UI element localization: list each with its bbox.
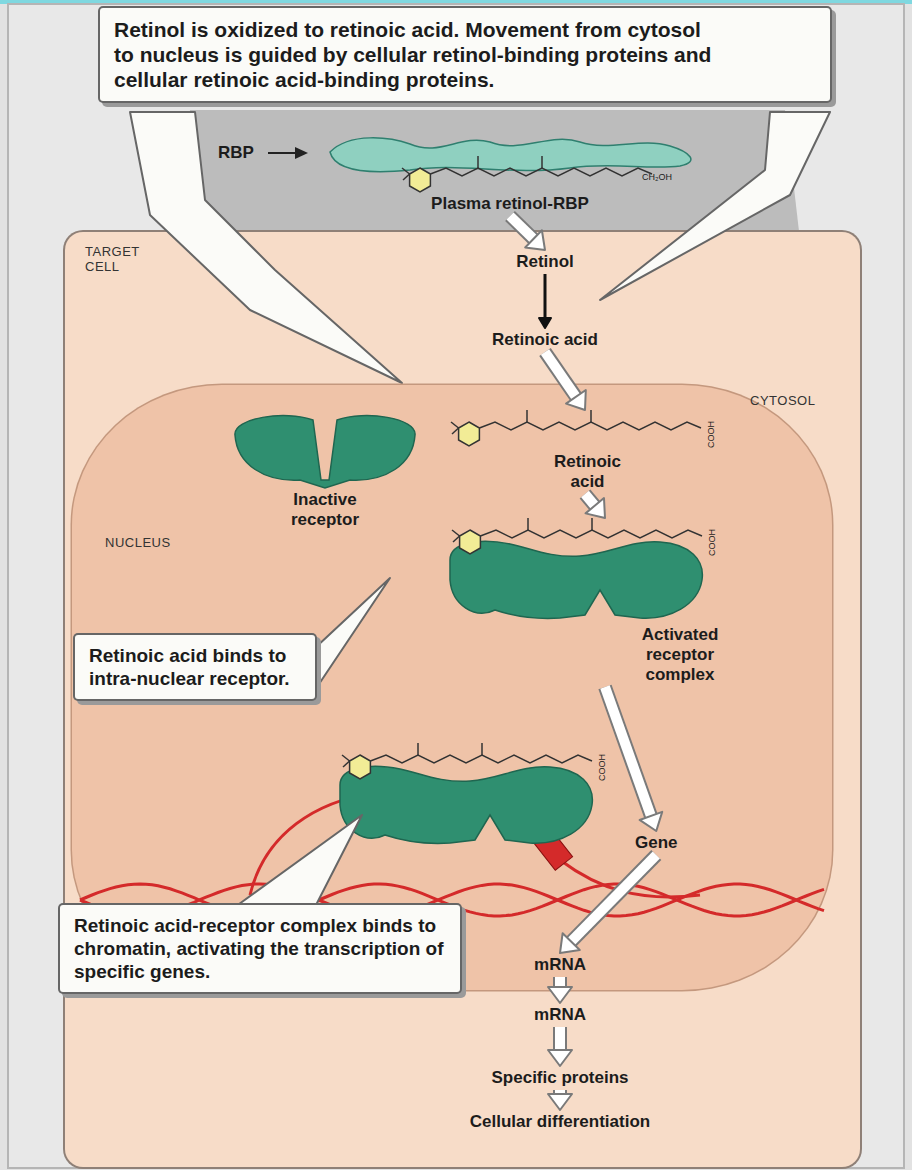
flow-arrow xyxy=(510,216,545,250)
pathway-label: Gene xyxy=(635,833,678,853)
callout-text: Retinoic acid-receptor complex binds to … xyxy=(74,914,446,983)
figure-label: Activated receptor complex xyxy=(615,625,745,685)
pathway-label: Retinoic acid xyxy=(492,330,598,350)
activated-receptor-shape xyxy=(440,520,770,625)
protein-label: RBP xyxy=(218,143,254,163)
figure-label: Retinoic acid xyxy=(540,452,635,492)
rbp-protein xyxy=(310,132,710,194)
pathway-label: Retinol xyxy=(516,252,574,272)
pathway-label: mRNA xyxy=(534,1005,586,1025)
flow-arrow xyxy=(548,1090,572,1110)
retinoic-acid-molecule xyxy=(455,412,715,452)
callout-box: Retinoic acid-receptor complex binds to … xyxy=(60,905,460,992)
pathway-text: Retinol xyxy=(516,252,574,272)
callout-text: Retinol is oxidized to retinoic acid. Mo… xyxy=(114,17,714,92)
pathway-text: mRNA xyxy=(534,955,586,975)
pathway-text: Specific proteins xyxy=(492,1068,629,1088)
flow-arrow xyxy=(585,494,605,518)
pathway-label: Cellular differentiation xyxy=(450,1112,670,1132)
figure-node: Activated receptor complex xyxy=(440,520,770,685)
chemical-group: COOH xyxy=(707,529,717,556)
target-cell: TARGET CELL CYTOSOL RetinolRetinoic acidNU… xyxy=(65,232,860,1167)
pathway-text: mRNA xyxy=(534,1005,586,1025)
callout-box: Retinoic acid binds to intra-nuclear rec… xyxy=(75,635,315,699)
pathway-label: Specific proteins xyxy=(492,1068,629,1088)
flow-arrow xyxy=(548,1027,572,1066)
callout-box: Retinol is oxidized to retinoic acid. Mo… xyxy=(100,8,830,101)
pathway-label: mRNA xyxy=(534,955,586,975)
flow-arrow xyxy=(560,855,656,953)
flow-arrow xyxy=(605,687,662,831)
figure-label: Plasma retinol-RBP xyxy=(360,194,660,214)
pathway-text: Retinoic acid xyxy=(492,330,598,350)
chemical-group: CH₂OH xyxy=(642,172,672,182)
pathway-text: Gene xyxy=(635,833,678,853)
figure-label: Inactive receptor xyxy=(260,490,390,530)
region-label: NUCLEUS xyxy=(105,535,205,550)
chemical-group: COOH xyxy=(597,754,607,781)
callout-text: Retinoic acid binds to intra-nuclear rec… xyxy=(89,644,301,690)
inactive-receptor-shape xyxy=(225,410,425,490)
figure-node: Inactive receptor xyxy=(225,410,425,530)
flow-arrow xyxy=(548,977,572,1003)
region-label: CYTOSOL xyxy=(750,393,850,408)
flow-arrow xyxy=(545,352,586,410)
figure-node: Retinoic acid xyxy=(455,412,715,492)
pathway-text: Cellular differentiation xyxy=(450,1112,670,1132)
flow-arrow xyxy=(539,274,551,328)
chemical-group: COOH xyxy=(706,421,716,448)
region-label: TARGET CELL xyxy=(85,244,155,274)
